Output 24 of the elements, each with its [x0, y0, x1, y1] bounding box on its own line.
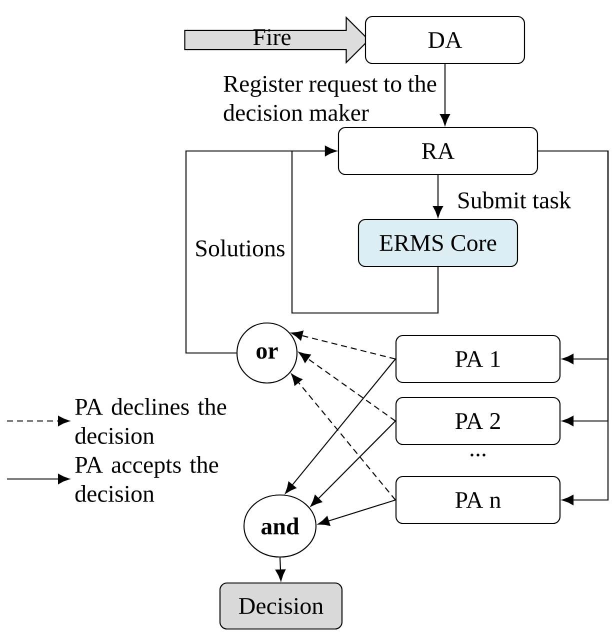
- arrow: [538, 150, 609, 506]
- arrow: [185, 146, 336, 354]
- process-box: DA: [364, 16, 526, 64]
- legend-text: PA accepts the decision: [75, 456, 218, 502]
- legend-text: PA declines the decision: [75, 398, 226, 444]
- process-box: ERMS Core: [358, 218, 518, 268]
- arrow: [318, 499, 396, 526]
- edge-label: Register request to the decision maker: [224, 75, 436, 121]
- arrow: [291, 374, 396, 500]
- ellipsis: ...: [470, 454, 486, 456]
- arrow: [310, 420, 396, 507]
- arrow: [298, 352, 396, 422]
- process-box: RA: [338, 126, 538, 176]
- arrow: [291, 330, 396, 360]
- arrow: [440, 64, 450, 126]
- process-box: PA 2: [395, 396, 561, 446]
- arrow: [285, 358, 396, 494]
- result-box: Decision: [219, 582, 343, 630]
- edge-label: Solutions: [196, 240, 284, 256]
- process-box: PA 1: [395, 334, 561, 384]
- process-box: PA n: [395, 476, 561, 524]
- edge-label: Submit task: [458, 192, 571, 208]
- arrow: [275, 558, 286, 581]
- arrow: [432, 175, 444, 218]
